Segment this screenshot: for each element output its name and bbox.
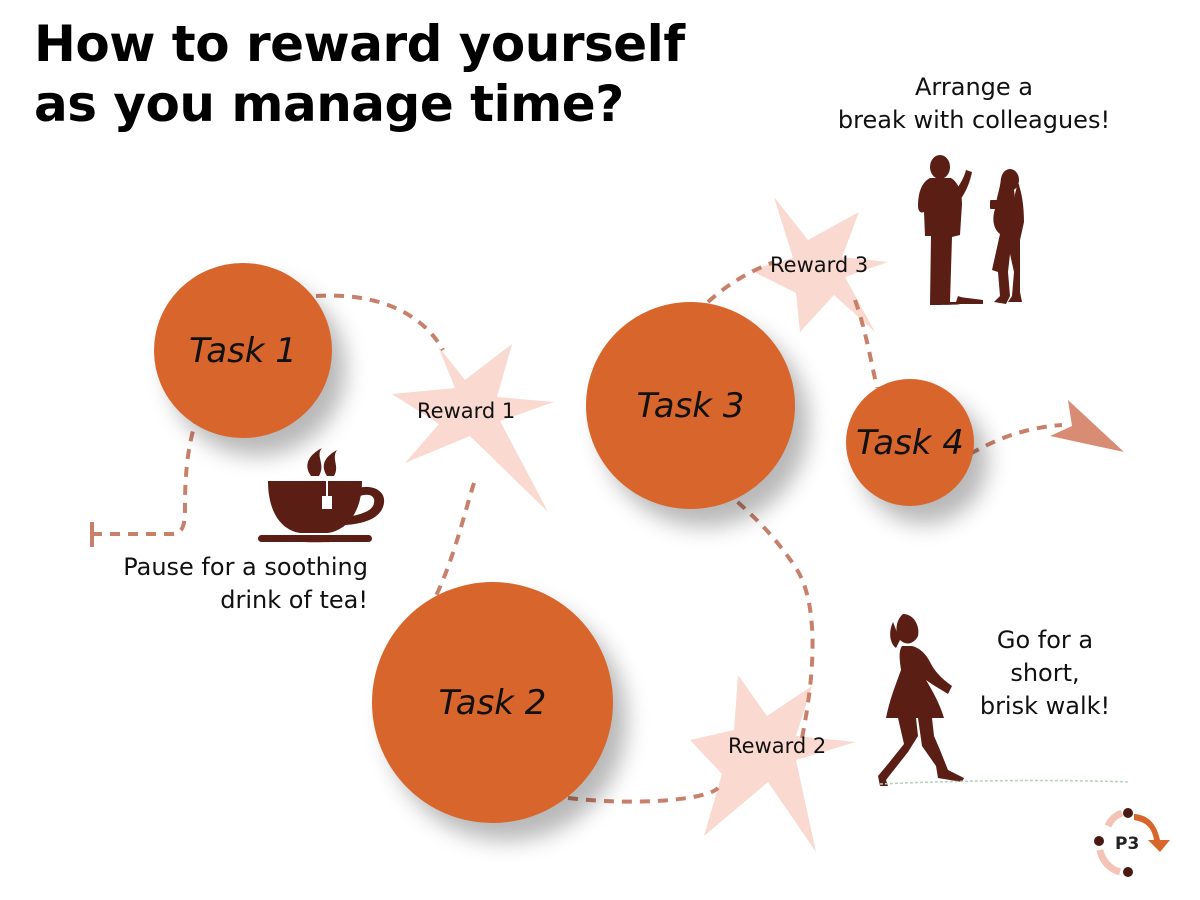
- tea-cup-icon: [258, 448, 385, 543]
- task-3-label: Task 3: [636, 385, 745, 426]
- reward-1-star: [392, 344, 554, 512]
- task-3-circle: Task 3: [586, 302, 795, 509]
- title-line-2: as you manage time?: [34, 75, 624, 133]
- arrow-head-icon: [1050, 400, 1124, 452]
- tea-caption-line-1: Pause for a soothing: [123, 553, 368, 581]
- colleagues-caption: Arrange a break with colleagues!: [809, 71, 1139, 137]
- colleagues-caption-line-1: Arrange a: [915, 73, 1033, 101]
- walk-caption-line-2: short,: [1010, 659, 1080, 687]
- reward-3-label: Reward 3: [770, 253, 869, 277]
- p3-logo: [1094, 808, 1170, 877]
- grass-line: [879, 779, 1131, 785]
- reward-2-label: Reward 2: [728, 734, 827, 758]
- task-1-label: Task 1: [189, 330, 297, 371]
- tea-caption: Pause for a soothing drink of tea!: [123, 551, 368, 617]
- reward-2-star: [690, 675, 856, 852]
- walk-caption: Go for a short, brisk walk!: [955, 624, 1135, 723]
- title-line-1: How to reward yourself: [34, 15, 685, 73]
- reward-1-label: Reward 1: [417, 399, 516, 423]
- task-2-label: Task 2: [438, 682, 547, 723]
- colleagues-silhouette-icon: [918, 155, 1024, 305]
- logo-text: P3: [1115, 834, 1140, 854]
- task-4-label: Task 4: [856, 422, 964, 463]
- task-2-circle: Task 2: [372, 582, 613, 823]
- walk-caption-line-3: brisk walk!: [979, 692, 1111, 720]
- task-1-circle: Task 1: [154, 263, 332, 438]
- colleagues-caption-line-2: break with colleagues!: [837, 106, 1111, 134]
- task-path: [92, 260, 1063, 804]
- walking-woman-silhouette-icon: [878, 614, 964, 786]
- tea-tag-icon: [322, 481, 332, 509]
- task-4-circle: Task 4: [846, 379, 974, 506]
- page-title: How to reward yourself as you manage tim…: [34, 14, 685, 134]
- walk-caption-line-1: Go for a: [996, 626, 1094, 654]
- tea-caption-line-2: drink of tea!: [220, 586, 368, 614]
- reward-3-star: [750, 197, 888, 332]
